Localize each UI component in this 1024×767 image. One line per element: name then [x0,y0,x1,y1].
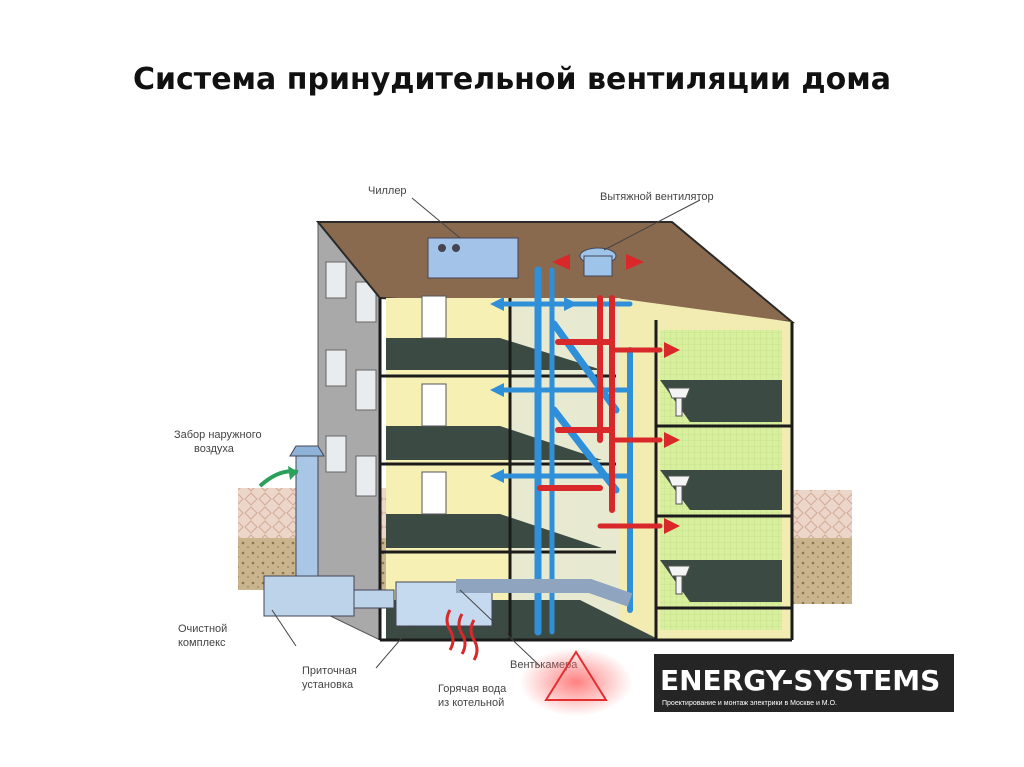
exhaust-air-ducts [537,295,663,529]
leader-lines [271,197,701,669]
chiller-unit [427,237,519,279]
exhaust-fan-unit [579,247,617,277]
label-intake-1: Забор наружного [174,429,262,441]
label-supply-2: установка [302,679,354,691]
energy-systems-logo: ENERGY-SYSTEMS Проектирование и монтаж э… [520,648,954,716]
supply-air-arrows [490,297,578,483]
supply-air-ducts [499,266,633,636]
logo-tagline: Проектирование и монтаж электрики в Моск… [662,700,837,707]
label-cleaning-2: комплекс [178,637,226,649]
ground-right [792,490,852,604]
cleaning-unit [263,575,395,617]
label-exhaust-fan: Вытяжной вентилятор [600,191,714,203]
ventchamber-duct [456,579,633,607]
label-chiller: Чиллер [368,185,407,197]
building-side-wall [317,220,381,641]
label-cleaning-1: Очистной [178,623,227,635]
label-intake-2: воздуха [194,443,235,455]
hot-water-arrows [445,609,479,661]
slide-title: Система принудительной вентиляции дома [132,62,892,97]
label-supply-1: Приточная [302,665,357,677]
exhaust-air-arrows [552,254,680,534]
logo-name: ENERGY-SYSTEMS [660,664,940,697]
label-hotwater-1: Горячая вода [438,683,507,695]
intake-shaft [258,445,325,597]
ventilation-diagram: Чиллер Вытяжной вентилятор Забор наружно… [174,185,954,716]
label-hotwater-2: из котельной [438,697,504,709]
